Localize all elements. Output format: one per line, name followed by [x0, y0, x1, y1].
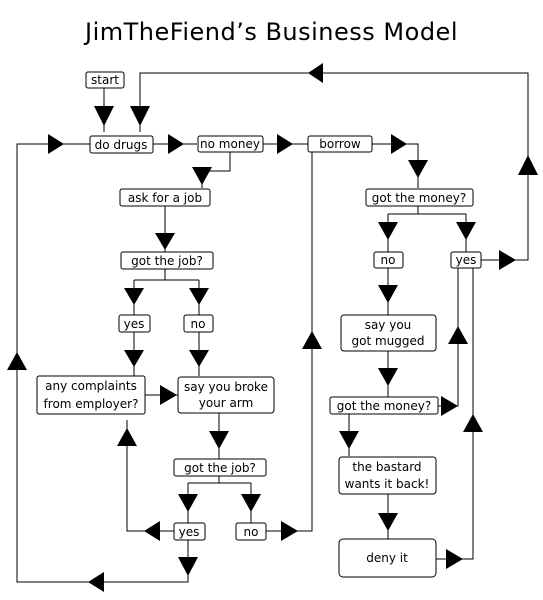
arrow-nomoney-ask [192, 167, 212, 185]
node-bastard: the bastard wants it back! [338, 456, 437, 495]
arrow-deny-up [463, 414, 483, 432]
arrow-top-loop-down [130, 106, 150, 126]
node-got-job-2: got the job? [173, 458, 267, 477]
arrow-bottom-left [88, 572, 104, 592]
edge-gotjob2-branch [187, 476, 252, 523]
node-do-drugs-label: do drugs [95, 138, 148, 152]
arrow-yes1-complaints [124, 350, 144, 367]
nodes: start do drugs no money borrow ask for a… [36, 71, 482, 578]
node-yes-3: yes [450, 251, 482, 269]
arrow-ask-gotjob [155, 233, 175, 250]
arrow-gotmoney2-bastard [339, 431, 359, 449]
arrow-yes2-left [144, 521, 160, 541]
edge-gotmoney-branch [387, 206, 467, 252]
arrow-yes2-bottom [178, 557, 198, 576]
arrow-complaints-arm [160, 385, 177, 405]
node-no-1: no [183, 314, 214, 333]
edge-top-loop [139, 72, 529, 261]
arrow-drugs-nomoney [168, 134, 184, 154]
arrow-no2-up [302, 331, 322, 349]
arrow-no2-right [281, 521, 298, 541]
arrow-left-loop-up [117, 428, 137, 446]
edge-yes2-complaints [126, 420, 174, 532]
arrow-top-loop-left [308, 63, 323, 83]
node-complaints-line2: from employer? [44, 397, 139, 411]
arrow-no2-down [241, 494, 261, 512]
node-yes-3-label: yes [456, 253, 477, 267]
arrow-borrow-right [391, 134, 407, 154]
arrow-deny-right [446, 549, 463, 569]
node-bastard-line2: wants it back! [345, 477, 430, 491]
node-mugged: say you got mugged [340, 314, 437, 352]
edge-yes2-bottom [16, 143, 189, 583]
node-deny: deny it [338, 538, 437, 578]
node-yes-2-label: yes [179, 525, 200, 539]
edge-no2-borrow [266, 144, 313, 532]
node-no-3: no [373, 251, 404, 269]
node-no-money-label: no money [200, 137, 260, 151]
node-broke-arm-line1: say you broke [184, 380, 268, 394]
node-broke-arm-line2: your arm [199, 396, 254, 410]
node-mugged-line2: got mugged [351, 334, 424, 348]
arrowheads [7, 63, 538, 592]
node-yes-1-label: yes [124, 317, 145, 331]
node-no-2-label: no [244, 525, 259, 539]
arrow-gotmoney2-up [448, 326, 468, 344]
diagram-title: JimTheFiend’s Business Model [85, 18, 458, 46]
arrow-no1 [189, 288, 209, 305]
arrow-outer-up [7, 352, 27, 370]
node-complaints-line1: any complaints [45, 379, 137, 393]
arrow-no3-mugged [378, 285, 398, 303]
arrow-no1-arm [189, 350, 209, 367]
node-mugged-line1: say you [365, 318, 412, 332]
arrow-arm-gotjob2 [209, 431, 229, 449]
node-borrow-label: borrow [319, 137, 361, 151]
node-do-drugs: do drugs [89, 135, 154, 154]
node-complaints: any complaints from employer? [36, 375, 146, 415]
arrow-gotmoney2-right [441, 396, 458, 416]
node-broke-arm: say you broke your arm [177, 376, 275, 414]
node-no-money: no money [197, 135, 264, 153]
edge-gotjob-branch [133, 268, 200, 315]
node-bastard-line1: the bastard [352, 460, 421, 474]
arrow-gotmoney-yes [456, 222, 476, 240]
node-start: start [85, 71, 125, 89]
arrow-yes1 [124, 288, 144, 305]
arrow-nomoney-borrow [277, 134, 293, 154]
node-got-money-1-label: got the money? [372, 191, 466, 205]
arrow-right-up [518, 155, 538, 175]
arrow-mugged-gotmoney2 [378, 368, 398, 386]
arrow-yes3-right [499, 250, 516, 270]
node-deny-label: deny it [366, 551, 408, 565]
arrow-bastard-deny [378, 513, 398, 531]
node-ask-job: ask for a job [119, 188, 211, 207]
node-got-job-1: got the job? [120, 251, 214, 270]
node-got-job-2-label: got the job? [184, 461, 256, 475]
node-yes-2: yes [173, 522, 206, 541]
node-ask-job-label: ask for a job [128, 191, 202, 205]
node-got-money-1: got the money? [365, 188, 474, 207]
arrow-yes2-down [178, 494, 198, 512]
arrow-start-drugs [94, 106, 114, 126]
node-start-label: start [91, 73, 119, 87]
node-got-money-2-label: got the money? [337, 399, 431, 413]
arrow-outer-right [48, 134, 64, 154]
node-yes-1: yes [118, 314, 151, 333]
node-no-2: no [235, 522, 267, 541]
node-no-3-label: no [381, 253, 396, 267]
arrow-borrow-down [408, 160, 428, 178]
node-got-money-2: got the money? [329, 396, 439, 415]
arrow-gotmoney-no [378, 222, 398, 240]
node-no-1-label: no [191, 317, 206, 331]
node-got-job-1-label: got the job? [131, 254, 203, 268]
node-borrow: borrow [307, 135, 373, 153]
